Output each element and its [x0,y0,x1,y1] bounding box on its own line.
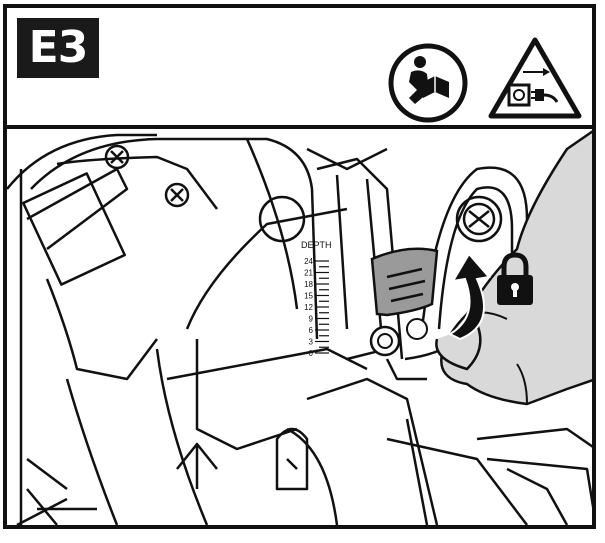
saw-illustration: DEPTH 24 21 18 15 12 9 6 3 0 [7,129,592,525]
padlock-icon [497,252,533,305]
read-manual-icon [388,43,468,123]
step-label: E3 [17,18,99,78]
depth-label: 18 [304,280,313,289]
depth-label: 0 [309,349,314,358]
depth-label: 12 [304,303,313,312]
unplug-warning-icon [488,37,582,119]
curved-up-arrow-icon [447,252,491,341]
instruction-panel: E3 [3,4,596,529]
depth-label: 15 [304,292,313,301]
depth-label: 21 [304,269,313,278]
saw-drawing: DEPTH 24 21 18 15 12 9 6 3 0 [7,130,592,525]
depth-label: 24 [304,257,313,266]
hand [435,130,592,406]
depth-label: 3 [309,338,314,347]
depth-label: 6 [309,326,314,335]
depth-label: 9 [309,315,314,324]
panel-header: E3 [7,8,592,129]
depth-scale-title: DEPTH [301,240,332,250]
depth-lever[interactable] [369,247,439,357]
depth-scale: DEPTH 24 21 18 15 12 9 6 3 0 [301,240,332,358]
